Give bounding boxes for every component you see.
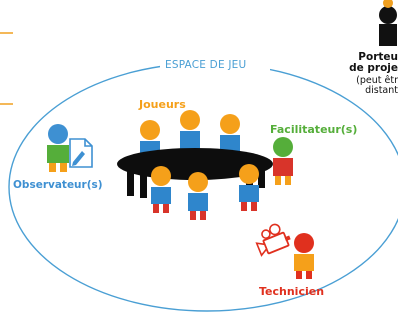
- facilitator-label: Facilitateur(s): [270, 123, 358, 136]
- technician-figure: [294, 233, 314, 279]
- project-owner-label-line1: Porteu: [358, 51, 398, 63]
- game-space-label: ESPACE DE JEU: [165, 59, 247, 71]
- zone-title-gap: [160, 58, 270, 72]
- technician-label: Technicien: [259, 285, 325, 298]
- project-owner-note-line2: distant: [365, 85, 398, 96]
- project-owner-note-line1: (peut êtr: [356, 75, 398, 86]
- player-front-2: [188, 172, 208, 220]
- player-front-1: [151, 166, 171, 213]
- document-pencil-icon: [69, 138, 93, 168]
- player-back-right: [220, 114, 240, 155]
- observer-label: Observateur(s): [13, 179, 103, 191]
- players-label: Joueurs: [139, 98, 186, 111]
- camera-icon: [255, 223, 291, 257]
- player-front-3: [239, 164, 259, 211]
- observer-figure: [47, 124, 69, 172]
- facilitator-figure: [273, 137, 293, 185]
- project-owner-figure: [379, 0, 397, 46]
- player-back-center: [180, 110, 200, 151]
- project-owner-label-line2: de proje: [349, 62, 398, 74]
